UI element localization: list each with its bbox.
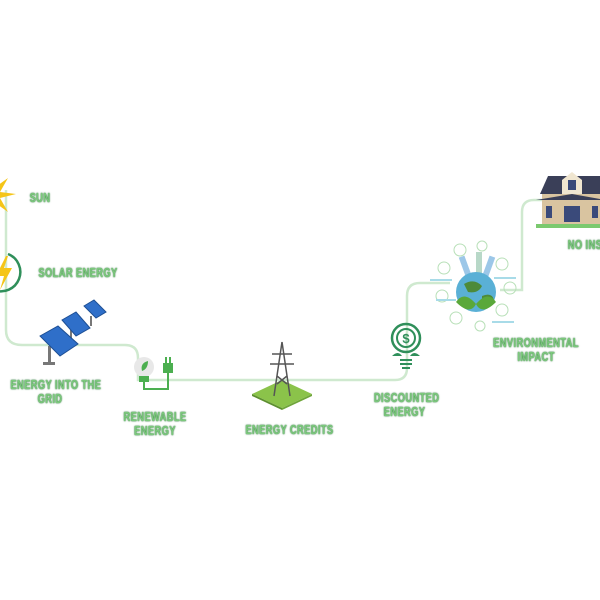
sun-label: SUN — [29, 190, 51, 205]
label-line: GRID — [37, 391, 63, 406]
label-line: ENERGY — [383, 404, 426, 419]
energy-credits-label: ENERGY CREDITS — [245, 422, 334, 437]
dollar-bulb-icon: $ — [390, 322, 422, 369]
label-line: DISCOUNTED — [373, 390, 440, 405]
power-tower-icon — [252, 341, 312, 410]
solar-panels-icon — [39, 299, 107, 365]
solar-energy-icon — [0, 252, 22, 293]
label-line: RENEWABLE — [123, 409, 187, 424]
label-line: ENERGY — [134, 423, 176, 438]
label-line: ENERGY INTO THE — [10, 377, 102, 392]
no-insurance-label: NO INS — [567, 237, 600, 252]
environmental-impact-label: ENVIRONMENTAL IMPACT — [493, 336, 579, 364]
label-line: IMPACT — [517, 349, 555, 364]
eco-globe-icon — [430, 240, 517, 332]
renewable-energy-label: RENEWABLE ENERGY — [123, 410, 188, 438]
house-icon — [536, 172, 600, 228]
energy-into-grid-label: ENERGY INTO THE GRID — [10, 377, 102, 406]
solar-energy-label: SOLAR ENERGY — [38, 265, 118, 280]
label-line: ENVIRONMENTAL — [493, 335, 579, 350]
discounted-energy-label: DISCOUNTED ENERGY — [373, 390, 440, 419]
sun-icon — [0, 178, 16, 212]
renewable-bulb-plug-icon — [134, 357, 173, 390]
svg-text:$: $ — [402, 331, 410, 346]
